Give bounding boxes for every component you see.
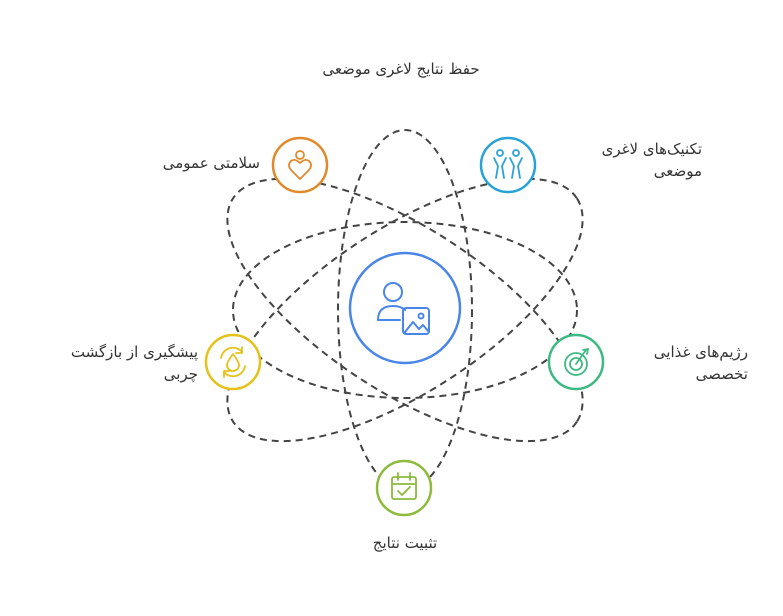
label-results-stabilization: تثبیت نتایج — [330, 532, 480, 554]
node-special-diets[interactable] — [547, 333, 605, 391]
calendar-check-icon — [391, 472, 417, 500]
user-image-icon — [377, 282, 430, 335]
center-hub — [348, 251, 462, 365]
label-slimming-techniques: تکنیک‌های لاغری موضعی — [542, 138, 702, 182]
orbit-horizontal — [232, 221, 578, 399]
label-line: موضعی — [653, 162, 702, 180]
node-fat-regain-prevention[interactable] — [204, 333, 262, 391]
label-line: سلامتی عمومی — [162, 154, 260, 172]
label-line: تکنیک‌های لاغری — [601, 140, 702, 158]
label-special-diets: رژیم‌های غذایی تخصصی — [598, 341, 748, 385]
diagram-title: حفظ نتایج لاغری موضعی — [322, 60, 480, 78]
orbit-diagonal-a — [226, 177, 584, 443]
heart-person-icon — [288, 150, 312, 180]
node-slimming-techniques[interactable] — [479, 136, 537, 194]
leaf-target-icon — [564, 348, 589, 376]
label-line: پیشگیری از بازگشت — [70, 343, 198, 361]
node-results-stabilization[interactable] — [375, 459, 433, 517]
label-general-health: سلامتی عمومی — [120, 152, 260, 174]
body-figures-icon — [493, 149, 523, 179]
node-general-health[interactable] — [271, 136, 329, 194]
label-line: چربی — [163, 365, 198, 383]
label-line: تخصصی — [695, 365, 748, 383]
orbit-diagonal-b — [226, 177, 584, 443]
label-line: رژیم‌های غذایی — [653, 343, 748, 361]
label-fat-regain-prevention: پیشگیری از بازگشت چربی — [30, 341, 198, 385]
label-line: تثبیت نتایج — [372, 534, 438, 552]
drop-cycle-icon — [220, 346, 246, 378]
